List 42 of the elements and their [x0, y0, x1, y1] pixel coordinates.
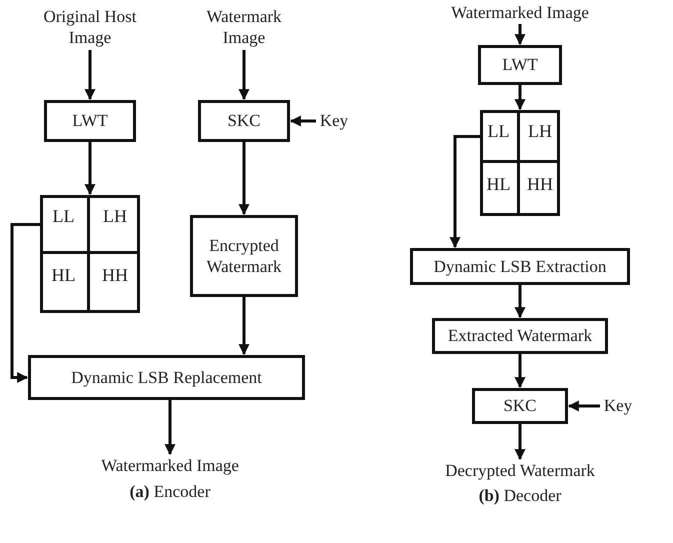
arrow — [514, 285, 526, 318]
subband-cell: HL — [40, 254, 90, 313]
arrow — [84, 142, 96, 196]
subband-cell: LL — [480, 110, 520, 163]
subband-grid — [480, 110, 560, 216]
io-label: Original Host Image — [40, 4, 140, 50]
arrow — [164, 400, 176, 456]
process-box: Extracted Watermark — [432, 318, 608, 354]
process-box: LWT — [478, 45, 562, 85]
io-label: Watermark Image — [196, 4, 292, 50]
arrow — [514, 85, 526, 110]
panel-caption: (b) Decoder — [478, 485, 562, 507]
subband-cell: LH — [520, 110, 560, 163]
io-label: Key — [316, 110, 352, 132]
arrow — [514, 354, 526, 388]
subband-cell: HH — [90, 254, 140, 313]
arrow — [514, 424, 526, 460]
process-box: SKC — [472, 388, 568, 424]
subband-grid — [40, 195, 140, 313]
process-box: LWT — [44, 100, 136, 142]
process-box: SKC — [198, 100, 290, 142]
subband-cell: LH — [90, 195, 140, 254]
arrow — [290, 116, 316, 126]
subband-cell: LL — [40, 195, 90, 254]
panel-caption: (a) Encoder — [128, 481, 212, 503]
arrow — [238, 142, 250, 216]
subband-cell: HL — [480, 163, 520, 216]
arrow — [84, 50, 96, 100]
subband-cell: HH — [520, 163, 560, 216]
arrow — [238, 50, 250, 100]
io-label: Watermarked Image — [440, 2, 600, 24]
arrow — [10, 223, 40, 383]
arrow — [238, 297, 250, 356]
io-label: Watermarked Image — [85, 455, 255, 477]
process-box: Encrypted Watermark — [190, 215, 298, 297]
arrow — [514, 24, 526, 46]
io-label: Key — [600, 395, 636, 417]
arrow — [568, 400, 600, 412]
arrow — [450, 135, 480, 248]
process-box: Dynamic LSB Extraction — [410, 248, 630, 285]
io-label: Decrypted Watermark — [425, 460, 615, 482]
process-box: Dynamic LSB Replacement — [28, 355, 305, 400]
